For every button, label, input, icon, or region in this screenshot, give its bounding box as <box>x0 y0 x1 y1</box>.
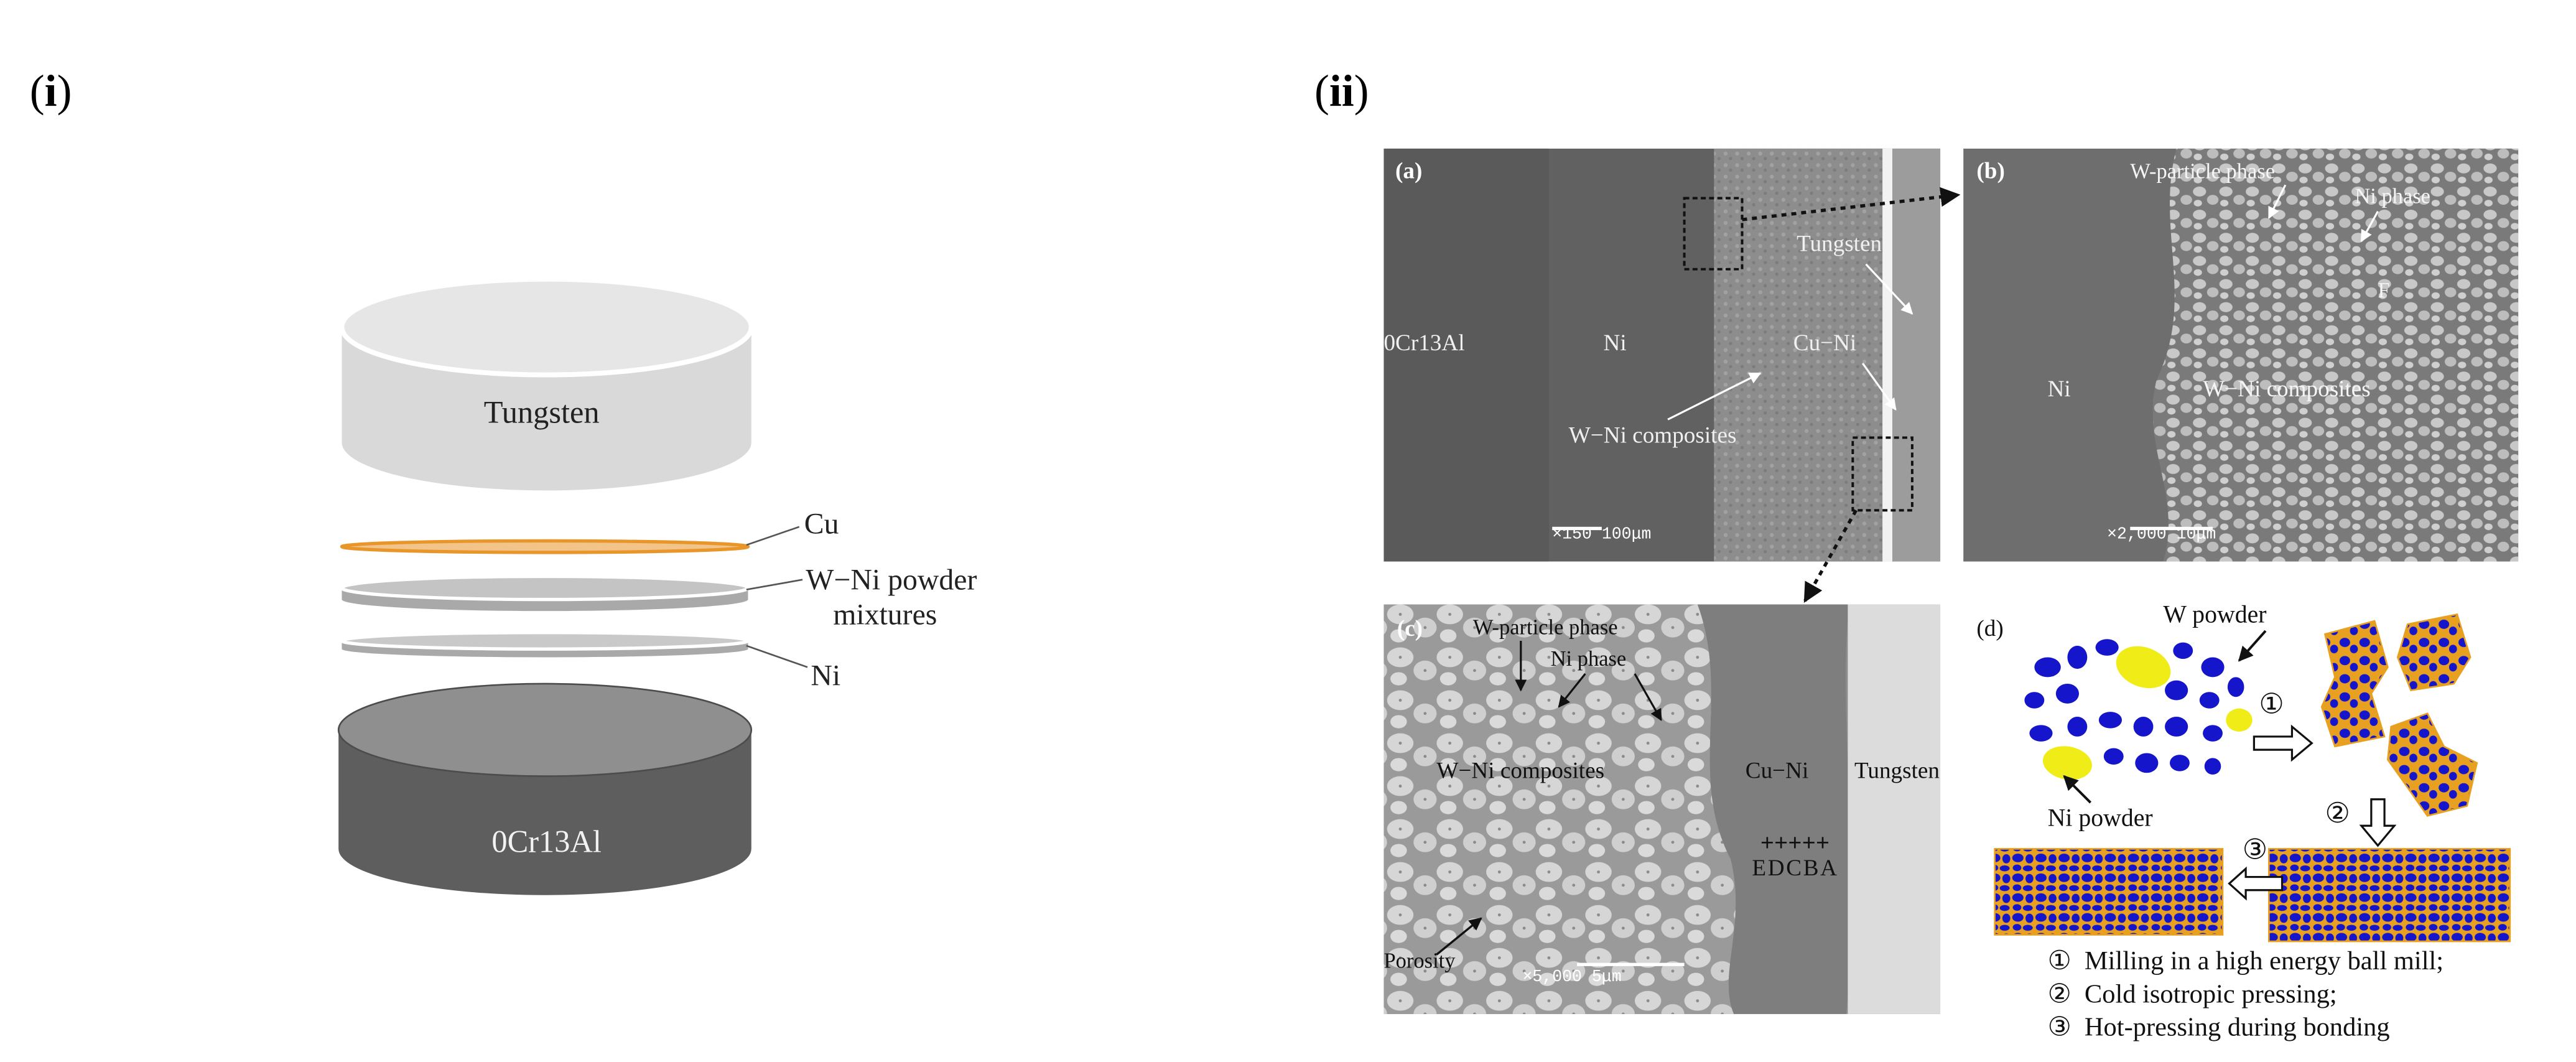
nipowder-label: Ni powder <box>2048 804 2153 831</box>
sem-c-label-cuni: Cu−Ni <box>1746 758 1808 783</box>
panel-ii-label: (ii) <box>1314 66 1369 116</box>
wni-mixtures-label: mixtures <box>833 598 937 631</box>
sem-a-label-tungsten: Tungsten <box>1797 231 1882 256</box>
panel-i-label: (i) <box>30 66 72 116</box>
sem-b-label-f: F <box>2378 279 2389 302</box>
ni-leader-line <box>746 645 808 668</box>
step3-arrow <box>2228 866 2284 901</box>
connector-a-to-b <box>1742 187 1961 221</box>
tungsten-label: Tungsten <box>484 395 600 430</box>
wni-powder-label: W−Ni powder <box>806 564 977 597</box>
step2-mark: ② <box>2325 798 2350 829</box>
wpowder-arrow <box>2238 630 2267 662</box>
sem-b-wparticle-arrow <box>2267 184 2287 220</box>
cu-layer: Cu <box>340 507 839 554</box>
schematic-d: (d) W powder <box>1961 601 2517 1047</box>
sem-a-scale-text: ×150 100μm <box>1552 524 1651 543</box>
powder-mixture <box>2024 639 2253 780</box>
sem-a-cuni-arrow <box>1861 363 1897 411</box>
ni-disk: Ni <box>340 631 840 692</box>
milled-agglomerates <box>2320 613 2478 817</box>
ni-label: Ni <box>811 659 840 692</box>
sem-c-label-tungsten: Tungsten <box>1854 758 1940 783</box>
sem-c-scale-text: ×5,000 5μm <box>1522 967 1621 986</box>
sem-c-label-porosity: Porosity <box>1383 949 1456 973</box>
sem-image-c: (c) W-particle phase Ni phase W−Ni compo… <box>1383 604 1941 1014</box>
step3-mark: ③ <box>2243 834 2267 865</box>
wni-leader-line <box>746 579 803 590</box>
sem-a-tag: (a) <box>1395 159 1422 184</box>
sem-a-label-cuni: Cu−Ni <box>1793 330 1856 356</box>
sem-a-wni-arrow <box>1667 372 1762 421</box>
wni-powder-disk: W−Ni powder mixtures <box>340 564 977 631</box>
nipowder-arrow <box>2063 775 2092 804</box>
steel-disk: 0Cr13Al <box>337 682 753 895</box>
connector-a-to-c <box>1803 509 1858 603</box>
sem-a-label-ni: Ni <box>1604 330 1627 356</box>
sem-c-tag: (c) <box>1397 616 1423 641</box>
sem-b-tag: (b) <box>1976 159 2004 184</box>
sem-c-label-wni: W−Ni composites <box>1436 758 1604 783</box>
sem-b-label-wparticle: W-particle phase <box>2130 160 2275 184</box>
sem-a-label-wni: W−Ni composites <box>1569 422 1737 448</box>
sem-b-label-niphase: Ni phase <box>2355 185 2430 208</box>
sem-image-b: (b) W-particle phase Ni phase F Ni W−Ni … <box>1963 148 2519 562</box>
sem-b-label-wni: W−Ni composites <box>2203 376 2371 402</box>
step1-mark: ① <box>2259 689 2284 720</box>
cu-label: Cu <box>804 507 839 540</box>
wpowder-label: W powder <box>2163 601 2266 628</box>
sem-b-label-ni: Ni <box>2048 376 2071 402</box>
sem-c-label-niphase: Ni phase <box>1551 647 1627 671</box>
sem-c-crosshair-marks: +++++ <box>1760 832 1830 858</box>
sem-a-label-0cr13al: 0Cr13Al <box>1383 330 1464 356</box>
sem-a-tungsten-arrow <box>1865 263 1913 315</box>
cold-pressed-compact <box>2267 848 2511 943</box>
cu-leader-line <box>746 526 800 546</box>
steel-label: 0Cr13Al <box>491 824 601 859</box>
sem-b-niphase-arrow <box>2360 211 2379 243</box>
sem-b-scale-text: ×2,000 10μm <box>2107 524 2216 543</box>
tungsten-disk: Tungsten <box>339 276 754 491</box>
sem-image-a: (a) 0Cr13Al Ni Tungsten Cu−Ni W−Ni compo… <box>1383 148 1941 562</box>
step1-arrow <box>2253 724 2313 762</box>
sem-a-zoom-box-b <box>1683 197 1744 271</box>
sem-c-label-points: EDCBA <box>1752 855 1838 881</box>
sem-c-niphase-arrow-1 <box>1558 673 1586 708</box>
sem-c-label-wparticle: W-particle phase <box>1473 615 1618 639</box>
sem-c-niphase-arrow-2 <box>1634 673 1662 722</box>
sem-c-porosity-arrow <box>1436 917 1482 956</box>
schematic-d-tag: (d) <box>1976 616 2003 641</box>
hot-pressed-layer <box>1994 848 2224 936</box>
step2-arrow <box>2359 798 2397 847</box>
